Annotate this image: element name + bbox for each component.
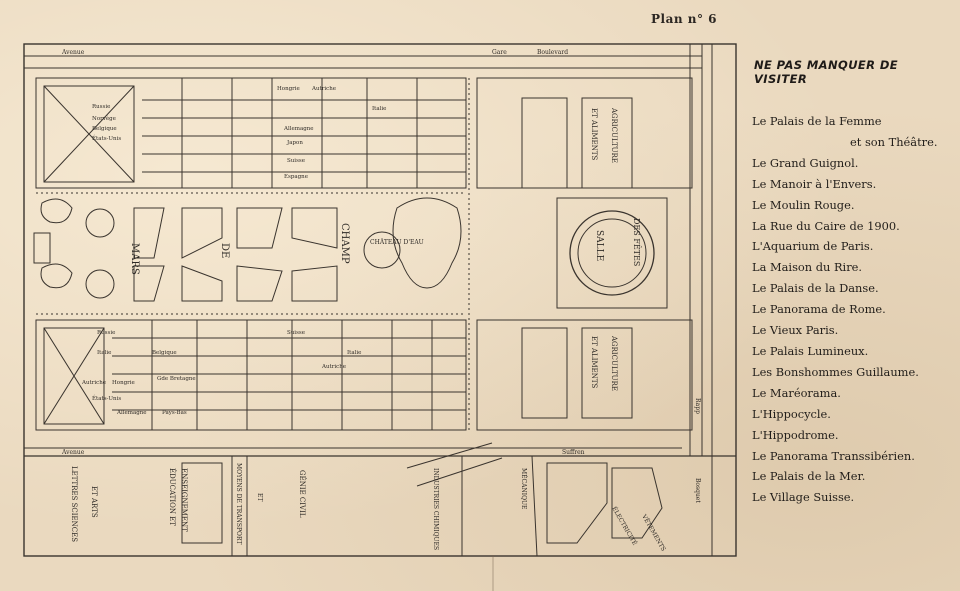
legend-item: Le Vieux Paris.: [752, 323, 839, 338]
country-label: États-Unis: [92, 394, 121, 402]
label-moyens: MOYENS DE TRANSPORT: [235, 463, 242, 544]
country-label: Espagne: [284, 174, 308, 180]
country-label: Italie: [347, 350, 361, 356]
label-salle: SALLE: [594, 230, 604, 261]
country-label: Suisse: [287, 158, 305, 164]
label-des-fetes: DES FÊTES: [632, 218, 641, 266]
legend-item: L'Hippodrome.: [752, 427, 839, 442]
south-grid-cols: [151, 320, 433, 430]
country-label: Pays-Bas: [162, 410, 187, 416]
country-label: Gde Bretagne: [157, 376, 196, 382]
country-label: États-Unis: [92, 134, 121, 142]
label-genie: GÉNIE CIVIL: [298, 470, 307, 518]
label-avenue-top: Avenue: [61, 49, 85, 56]
legend-item: La Maison du Rire.: [752, 260, 863, 275]
country-label: Italie: [372, 106, 386, 112]
country-label: Russie: [92, 104, 110, 110]
label-avenue-bottom: Avenue: [61, 449, 85, 456]
label-arts: ET ARTS: [90, 486, 98, 518]
legend-item: Le Palais de la Mer.: [752, 469, 866, 484]
legend-item: Le Palais de la Danse.: [752, 281, 879, 296]
south-country-labels: Russie Italie Belgique Autriche Hongrie …: [81, 330, 361, 416]
north-grid-rows: [142, 99, 466, 173]
legend-item: Le Panorama de Rome.: [752, 302, 886, 317]
legend-item: Les Bonshommes Guillaume.: [752, 364, 919, 379]
north-grid-cols: [181, 78, 418, 188]
country-label: Autriche: [311, 86, 336, 92]
label-gare: Gare: [492, 49, 507, 56]
label-chimiques: INDUSTRIES CHIMIQUES: [432, 468, 439, 550]
legend-item: Le Palais Lumineux.: [752, 343, 869, 358]
plan-number: Plan n° 6: [651, 12, 718, 26]
label-rapp: Rapp: [694, 398, 701, 414]
country-label: Russie: [97, 330, 115, 336]
salle-des-fetes-hall: [556, 197, 668, 309]
legend-item: L'Hippocycle.: [752, 406, 831, 421]
country-label: Japon: [286, 140, 303, 146]
paper-fold: [492, 555, 494, 591]
country-label: Belgique: [152, 350, 177, 356]
label-suffren: Suffren: [562, 449, 585, 456]
legend-item: L'Aquarium de Paris.: [752, 239, 874, 254]
south-grid-rows: [112, 337, 466, 411]
country-label: Italie: [97, 350, 111, 356]
label-agri-top-1: ET ALIMENTS: [590, 108, 598, 161]
label-vetements: VÊTEMENTS: [640, 512, 668, 552]
country-label: Allemagne: [283, 126, 314, 132]
label-mars: MARS: [129, 243, 140, 275]
country-label: Autriche: [81, 380, 106, 386]
label-champ: CHAMP: [339, 223, 350, 264]
legend-title: NE PAS MANQUER DE VISITER: [754, 58, 899, 86]
country-label: Suisse: [287, 330, 305, 336]
country-label: Allemagne: [116, 410, 147, 416]
label-chateau: CHÂTEAU D'EAU: [370, 239, 424, 246]
label-de: DE: [219, 243, 230, 258]
label-bosquet: Bosquet: [694, 478, 701, 503]
country-label: Hongrie: [112, 380, 135, 386]
visit-legend: NE PAS MANQUER DE VISITER Le Palais de l…: [752, 58, 952, 508]
exposition-map: MARS DE CHAMP CHÂTEAU D'EAU SALLE DES FÊ…: [23, 43, 737, 557]
label-boulevard: Boulevard: [537, 49, 568, 56]
label-education: ÉDUCATION ET: [168, 468, 177, 526]
country-label: Hongrie: [277, 86, 300, 92]
legend-item: Le Village Suisse.: [752, 490, 855, 505]
label-mecanique: MÉCANIQUE: [520, 468, 528, 509]
label-et: ET: [256, 493, 263, 501]
north-country-labels: Russie Norvège Belgique États-Unis Hongr…: [92, 86, 386, 180]
map-frame: [23, 43, 737, 557]
legend-item: Le Maréorama.: [752, 385, 841, 400]
legend-item: La Rue du Caire de 1900.: [752, 218, 900, 233]
country-label: Autriche: [321, 364, 346, 370]
legend-item: Le Moulin Rouge.: [752, 197, 855, 212]
label-electricite: ÉLECTRICITÉ: [610, 505, 639, 547]
label-agri-bot-2: AGRICULTURE: [610, 335, 618, 391]
label-agri-bot-1: ET ALIMENTS: [590, 336, 598, 389]
label-lettres: LETTRES SCIENCES: [70, 466, 78, 542]
chateau-deau-basin: [392, 197, 462, 289]
garden-parterres: [33, 198, 338, 302]
legend-item: Le Manoir à l'Envers.: [752, 176, 877, 191]
label-agri-top-2: AGRICULTURE: [610, 107, 618, 163]
legend-item: Le Panorama Transsibérien.: [752, 448, 915, 463]
legend-item: Le Grand Guignol.: [752, 155, 859, 170]
label-enseignement: ENSEIGNEMENT: [180, 468, 188, 532]
country-label: Belgique: [92, 126, 117, 132]
country-label: Norvège: [92, 115, 116, 122]
